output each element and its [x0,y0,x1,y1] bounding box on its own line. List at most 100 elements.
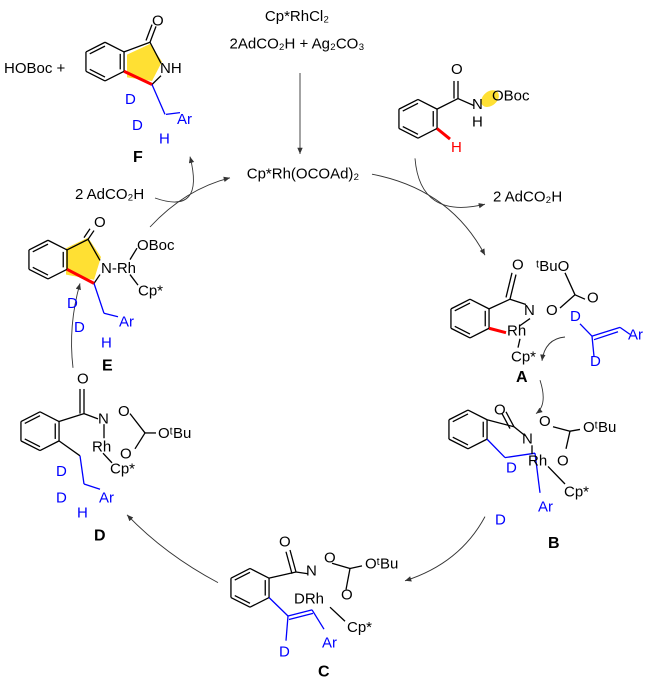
bond [331,562,351,570]
c-c-bond [123,69,153,86]
bond [58,412,85,423]
benzene-bond [85,41,106,53]
bond [311,609,325,630]
atom: OᵗBu [583,419,616,436]
atom: O [512,256,524,273]
compound-label-D: D [94,527,106,544]
bond [83,483,101,490]
atom: O [94,214,106,231]
bond [501,413,511,429]
atom: N [472,96,483,113]
arrow-B-to-C [404,516,486,582]
atom: N-Rh [101,260,136,277]
bond [58,440,81,457]
bond [559,294,576,309]
atom: ᵗBuO [536,258,569,275]
benzene-bond [85,70,106,82]
bond [619,326,631,335]
bond [565,431,571,449]
bond [519,318,531,327]
atom: N [524,302,535,319]
benzene-bond [398,127,419,139]
atom: OᵗBu [158,425,191,442]
intermediate-F: O NH D D Ar H F [125,13,192,166]
c-h-bond [436,127,451,141]
bond [123,41,151,53]
compound-label-B: B [548,535,560,552]
bond [83,228,91,238]
benzene-bond [467,438,488,450]
bond [129,413,146,434]
bond [165,111,181,116]
arrow-E-to-cat [149,176,231,228]
atom: D [67,295,78,312]
benzene-double-bond [32,243,49,253]
atom: O [539,413,551,430]
atom: D [132,117,143,134]
bond [285,551,293,574]
bond [102,452,113,464]
bond [87,230,95,240]
atom: O [77,371,89,388]
bond [504,452,536,459]
atom: H [159,130,170,147]
arrow-D-to-E [71,283,81,368]
atom: OᵗBu [365,556,398,573]
bond [345,568,351,590]
atom: D [125,91,136,108]
reagent-line-2: 2AdCO₂H + Ag₂CO₃ [230,35,365,52]
benzene-double-bond [24,415,41,425]
atom: NH [160,60,182,77]
benzene-double-bond [452,436,469,446]
bond [268,597,289,617]
catalyst-label: Cp*Rh(OCOAd)₂ [247,166,360,183]
atom: D [506,460,517,477]
benzene-double-bond [234,595,251,604]
lactam-highlight-F [127,44,162,81]
arrow-alkene-in [540,336,566,361]
atom: D [570,308,581,325]
atom: Ar [628,327,643,344]
bond [547,465,566,485]
benzene-double-bond [89,68,106,78]
atom: O [152,13,164,30]
bond [591,336,595,357]
atom: D [56,463,67,480]
bond [151,75,162,85]
atom: Cp* [110,460,135,477]
atom: D [74,319,85,336]
atom: Rh [92,438,111,455]
benzene-bond [47,268,68,280]
lactam-highlight-E [66,237,101,280]
atom: O [451,61,463,78]
benzene-bond [47,239,68,251]
benzene-double-bond [89,45,106,55]
benzene-double-bond [32,266,49,276]
compound-label-F: F [133,149,143,166]
benzene-bond [39,411,60,423]
atom: Cp* [511,349,536,366]
bond [93,283,105,314]
benzene-double-bond [402,102,419,112]
arrow-A-to-B [535,380,544,414]
bond [574,294,586,300]
deuterated-styrene: D Ar D [570,308,643,370]
benzene-bond [450,298,471,310]
arrows [71,73,566,583]
bonds [20,24,631,641]
atom: H [101,335,112,352]
benzene-bond [448,438,469,450]
bond [517,338,521,348]
bond [505,411,515,428]
atom: O [279,534,291,551]
bond [285,615,289,641]
compound-label-C: C [318,664,330,681]
atom: O [557,453,569,470]
bond [349,565,363,570]
c-rh-bond [488,326,507,335]
intermediate-C: O N O OᵗBu DRh O Cp* D Ar C [279,534,398,681]
bond [289,549,297,573]
wedge-bond [151,84,166,115]
